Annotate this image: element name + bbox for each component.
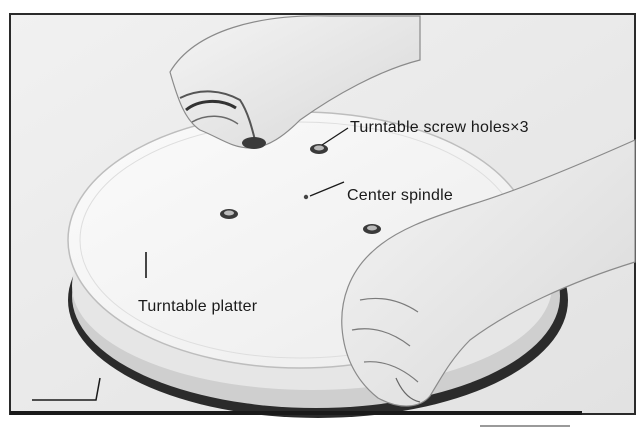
screw-hole bbox=[363, 224, 381, 234]
bottom-rule bbox=[10, 411, 582, 415]
screw-hole bbox=[310, 144, 328, 154]
center-spindle-label: Center spindle bbox=[347, 187, 453, 205]
center-spindle bbox=[304, 195, 308, 199]
screw-holes-label: Turntable screw holes×3 bbox=[350, 119, 529, 137]
screw-hole bbox=[220, 209, 238, 219]
platter-label: Turntable platter bbox=[138, 298, 257, 316]
